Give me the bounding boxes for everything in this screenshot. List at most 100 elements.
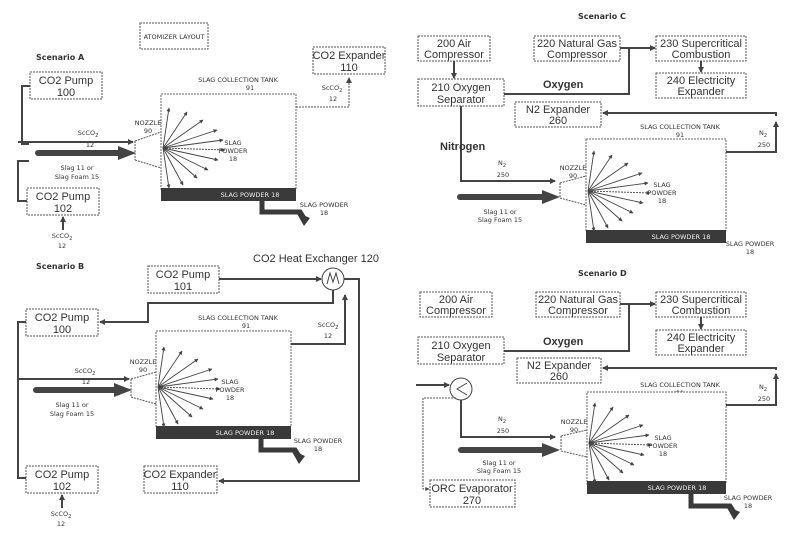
svg-text:SLAG COLLECTION TANK: SLAG COLLECTION TANK [640,381,721,389]
svg-text:CO2 Pump: CO2 Pump [35,469,89,481]
electricity-expander-240-d: 240 Electricity Expander [655,329,747,356]
svg-text:NOZZLE: NOZZLE [561,418,588,426]
svg-text:SLAG POWDER 18: SLAG POWDER 18 [648,484,707,492]
spray-ray [162,119,204,149]
svg-text:200 Air: 200 Air [439,294,474,306]
slag-powder-floor-c [586,230,726,243]
svg-text:91: 91 [676,131,684,139]
svg-text:240 Electricity: 240 Electricity [667,75,736,87]
spray-ray [587,162,629,192]
svg-text:Slag 11 or: Slag 11 or [483,208,516,216]
spray-ray [157,368,213,388]
svg-text:Compressor: Compressor [424,49,484,61]
svg-text:220 Natural Gas: 220 Natural Gas [537,38,618,50]
spray-ray [587,190,651,195]
svg-text:Combustion: Combustion [672,49,731,61]
scenario-d: Scenario D 200 Air Compressor 220 Natura… [416,269,779,520]
svg-text:90: 90 [569,172,577,180]
svg-text:220 Natural Gas: 220 Natural Gas [538,294,619,306]
svg-text:Slag Foam 15: Slag Foam 15 [477,467,521,475]
svg-text:ScCO2: ScCO2 [52,232,73,242]
heat-exchanger-d [449,377,473,401]
svg-text:ScCO2: ScCO2 [318,321,339,331]
svg-text:100: 100 [57,87,75,99]
svg-text:Expander: Expander [677,86,724,98]
spray-ray [157,386,193,418]
co2-pump-102-b: CO2 Pump 102 [25,465,99,494]
spray-ray [587,190,596,232]
co2-pump-100-a: CO2 Pump 100 [29,71,103,100]
spray-ray [162,147,171,189]
spray-ray [587,172,643,192]
svg-text:SLAG: SLAG [224,139,241,147]
svg-text:ScCO2: ScCO2 [78,129,99,139]
svg-text:18: 18 [320,209,328,217]
svg-text:POWDER: POWDER [215,386,245,394]
spray-ray [588,442,610,481]
svg-text:NOZZLE: NOZZLE [560,164,587,172]
svg-text:110: 110 [340,62,358,74]
air-compressor-200-d: 200 Air Compressor [419,291,493,318]
spray-ray [157,386,221,391]
svg-text:N2: N2 [759,129,767,139]
svg-text:N2 Expander: N2 Expander [526,104,591,116]
svg-text:CO2 Pump: CO2 Pump [36,191,90,203]
spray-ray [587,150,596,192]
scenario-d-title: Scenario D [578,269,627,278]
spray-ray [162,107,171,149]
scco2-to-expander-a [296,77,352,108]
svg-text:SLAG: SLAG [654,434,671,442]
svg-text:102: 102 [53,481,71,493]
svg-text:N2: N2 [498,415,506,425]
svg-text:250: 250 [758,395,770,403]
svg-text:12: 12 [86,141,94,149]
nitrogen-label-c: Nitrogen [440,141,486,153]
slag-outlet-pipe-a [259,201,308,222]
svg-text:NOZZLE: NOZZLE [135,119,162,127]
svg-text:210 Oxygen: 210 Oxygen [431,340,490,352]
spray-ray [588,424,644,444]
spray-ray [587,190,644,205]
slag-collection-tank-c [585,138,727,232]
svg-text:18: 18 [659,450,667,458]
svg-text:230 Supercritical: 230 Supercritical [660,38,742,50]
nozzle-a [134,131,162,169]
svg-text:SLAG POWDER 18: SLAG POWDER 18 [216,429,275,437]
svg-text:240 Electricity: 240 Electricity [667,332,736,344]
scenario-b: Scenario B CO2 Heat Exchanger 120 CO2 Pu… [17,253,379,528]
spray-ray [162,147,226,152]
svg-text:260: 260 [549,115,567,127]
spray-ray [162,147,219,162]
svg-text:CO2 Pump: CO2 Pump [35,312,89,324]
co2-pump-102-a: CO2 Pump 102 [26,187,100,216]
scenario-b-title: Scenario B [36,262,84,271]
svg-text:SLAG POWDER: SLAG POWDER [724,494,773,502]
natural-gas-compressor-220-d: 220 Natural Gas Compressor [535,291,621,318]
spray-ray [588,442,597,484]
svg-text:100: 100 [53,324,71,336]
svg-text:18: 18 [746,248,754,256]
spray-ray [588,442,652,447]
svg-text:ScCO2: ScCO2 [51,510,72,520]
spray-ray [588,442,645,457]
spray-ray [162,129,218,149]
svg-text:CO2 Expander: CO2 Expander [144,469,217,481]
co2-expander-110-b: CO2 Expander 110 [143,465,218,494]
svg-text:Combustion: Combustion [672,305,731,317]
co2-pump-101-b: CO2 Pump 101 [147,265,220,294]
svg-text:260: 260 [550,371,568,383]
spray-ray [157,386,204,410]
svg-text:Slag Foam 15: Slag Foam 15 [50,410,94,418]
co2-pump-100-b: CO2 Pump 100 [25,308,99,337]
svg-text:250: 250 [758,141,770,149]
svg-text:200 Air: 200 Air [437,38,472,50]
orc-evaporator-270-d: ORC Evaporator 270 [429,479,516,508]
heat-exchanger-120 [321,267,345,291]
svg-text:90: 90 [139,366,147,374]
svg-text:Expander: Expander [677,343,724,355]
spray-ray [162,147,184,186]
svg-text:SLAG POWDER 18: SLAG POWDER 18 [652,233,711,241]
spray-ray [588,414,630,444]
svg-text:Compressor: Compressor [426,305,486,317]
spray-ray [588,442,635,466]
